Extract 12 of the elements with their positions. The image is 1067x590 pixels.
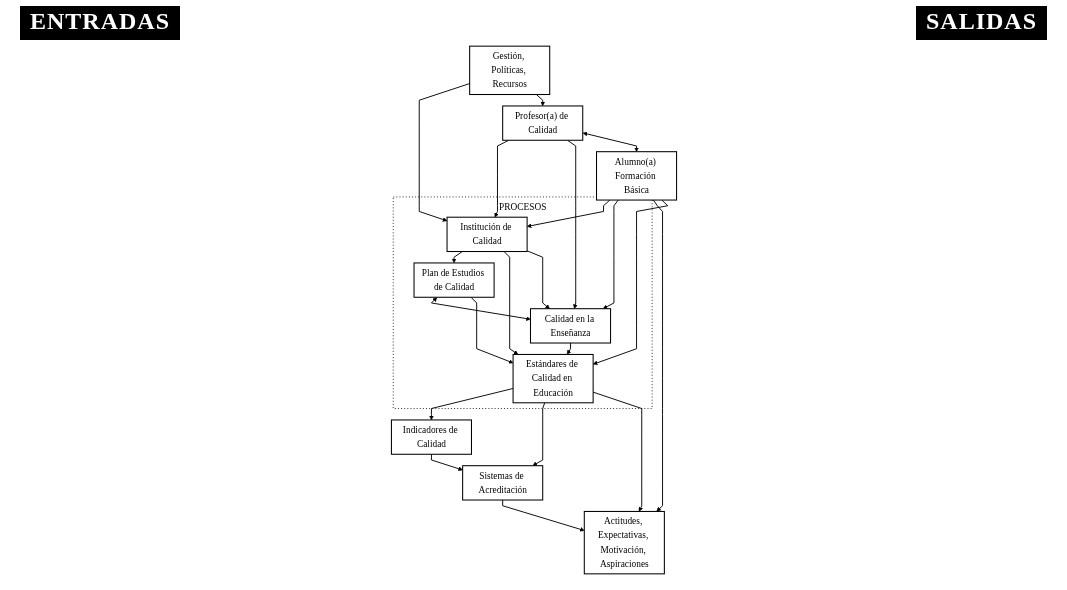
node-box: Estándares de Calidad en Educación bbox=[512, 353, 594, 404]
node-box: Gestión, Políticas, Recursos bbox=[468, 45, 550, 96]
node-box: Alumno(a) Formación Básica bbox=[595, 151, 677, 201]
node-box: Calidad en la Enseñanza bbox=[529, 308, 611, 344]
node-box: Institución de Calidad bbox=[446, 216, 528, 253]
node-box: Indicadores de Calidad bbox=[390, 419, 472, 455]
column-heading: SALIDAS bbox=[915, 6, 1047, 40]
node-box: Profesor(a) de Calidad bbox=[501, 105, 583, 141]
column-heading: ENTRADAS bbox=[20, 6, 181, 40]
node-box: Plan de Estudios de Calidad bbox=[413, 262, 495, 298]
node-box: Actitudes, Expectativas, Motivación, Aspiraciones bbox=[583, 510, 665, 575]
node-box: Sistemas de Acreditación bbox=[461, 465, 543, 501]
